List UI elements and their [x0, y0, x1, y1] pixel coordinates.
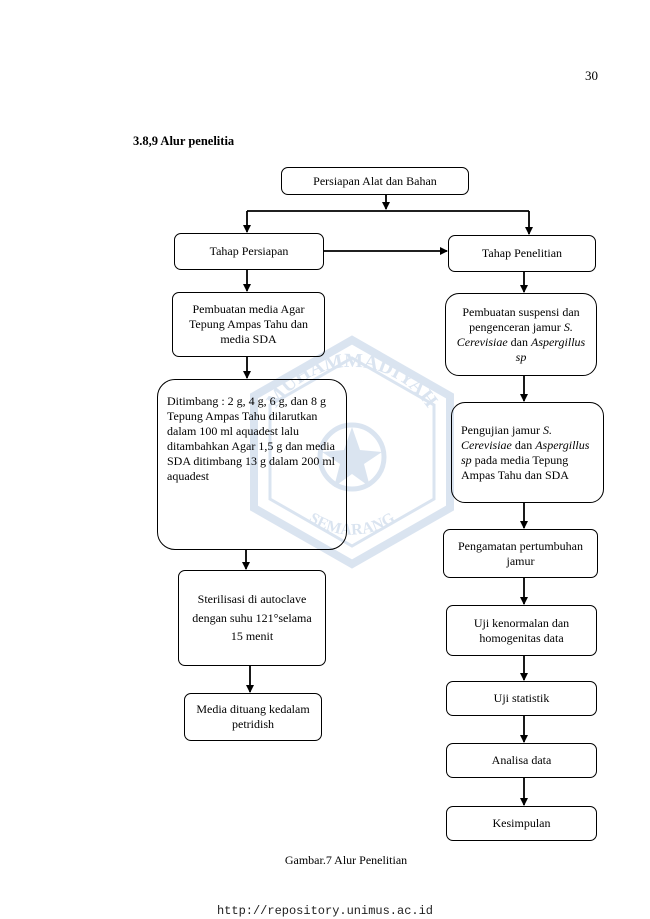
observation-line: pertumbuhan jamur: [506, 538, 583, 568]
testing-line: Tahu dan SDA: [497, 467, 569, 482]
normality-test-box: Uji kenormalan dan homogenitas data: [446, 605, 597, 656]
media-line: Agar Tepung Ampas: [188, 302, 305, 331]
page-number: 30: [585, 68, 598, 83]
weigh-line: SDA ditimbang 13 g dalam: [167, 454, 299, 468]
sterile-line: menit: [245, 629, 274, 644]
sterile-line: Sterilisasi di: [197, 592, 258, 607]
statistics-test-box: Uji statistik: [446, 681, 597, 716]
pour-line: Media dituang: [196, 702, 266, 716]
sterilization-box: Sterilisasi di autoclave dengan suhu 121…: [178, 570, 326, 666]
statistics-label: Uji statistik: [493, 691, 550, 705]
fungus-testing-box: Pengujian jamur S. Cerevisiae dan Asperg…: [451, 402, 604, 503]
suspension-line: dan Aspergillus sp: [510, 334, 586, 364]
testing-line: media Tepung Ampas: [461, 452, 569, 482]
weighing-box: Ditimbang : 2 g, 4 g, 6 g, dan 8 g Tepun…: [157, 379, 347, 550]
sterile-line: suhu 121°selama 15: [229, 610, 312, 644]
observation-box: Pengamatan pertumbuhan jamur: [443, 529, 598, 578]
weigh-line: 2 g, 4 g, 6 g, dan 8 g: [227, 394, 326, 408]
media-making-box: Pembuatan media Agar Tepung Ampas Tahu d…: [172, 292, 325, 357]
suspension-line: jamur S. Cerevisiae: [456, 319, 573, 349]
weigh-line: Agar 1,5 g dan media: [231, 439, 335, 453]
suspension-line: Pembuatan suspensi: [462, 304, 560, 319]
weigh-line: Ditimbang :: [167, 394, 225, 408]
observation-line: Pengamatan: [458, 538, 517, 553]
normality-line: homogenitas data: [479, 630, 564, 645]
weigh-line: aquadest lalu ditambahkan: [167, 424, 299, 453]
weigh-line: dilarutkan dalam 100 ml: [167, 409, 318, 438]
testing-line: Cerevisiae dan: [461, 437, 533, 452]
sterile-line: autoclave dengan: [192, 592, 307, 625]
suspension-box: Pembuatan suspensi dan pengenceran jamur…: [445, 293, 597, 376]
stage-research-label: Tahap Penelitian: [481, 246, 563, 260]
weigh-line: Tepung Ampas Tahu: [167, 409, 266, 423]
normality-line: Uji kenormalan dan: [473, 615, 570, 630]
start-box: Persiapan Alat dan Bahan: [281, 167, 469, 195]
figure-caption: Gambar.7 Alur Penelitian: [284, 853, 408, 867]
weigh-line: 200 ml aquadest: [167, 454, 335, 483]
start-label: Persiapan Alat dan Bahan: [313, 173, 437, 188]
suspension-line: dan pengenceran: [469, 304, 580, 334]
stage-research-box: Tahap Penelitian: [448, 235, 596, 272]
analysis-label: Analisa data: [491, 753, 552, 767]
media-line: Tahu dan media SDA: [220, 317, 309, 346]
pouring-box: Media dituang kedalam petridish: [184, 693, 322, 741]
testing-line: Pengujian jamur S.: [461, 422, 552, 437]
footer-url: http://repository.unimus.ac.id: [216, 904, 434, 918]
media-line: Pembuatan media: [192, 302, 279, 316]
stage-preparation-label: Tahap Persiapan: [209, 244, 289, 258]
pour-line: kedalam petridish: [232, 702, 310, 731]
stage-preparation-box: Tahap Persiapan: [174, 233, 324, 270]
section-heading: 3.8,9 Alur penelitia: [133, 134, 235, 148]
data-analysis-box: Analisa data: [446, 743, 597, 778]
testing-line: Aspergillus sp pada: [461, 437, 590, 467]
conclusion-label: Kesimpulan: [492, 816, 551, 830]
conclusion-box: Kesimpulan: [446, 806, 597, 841]
